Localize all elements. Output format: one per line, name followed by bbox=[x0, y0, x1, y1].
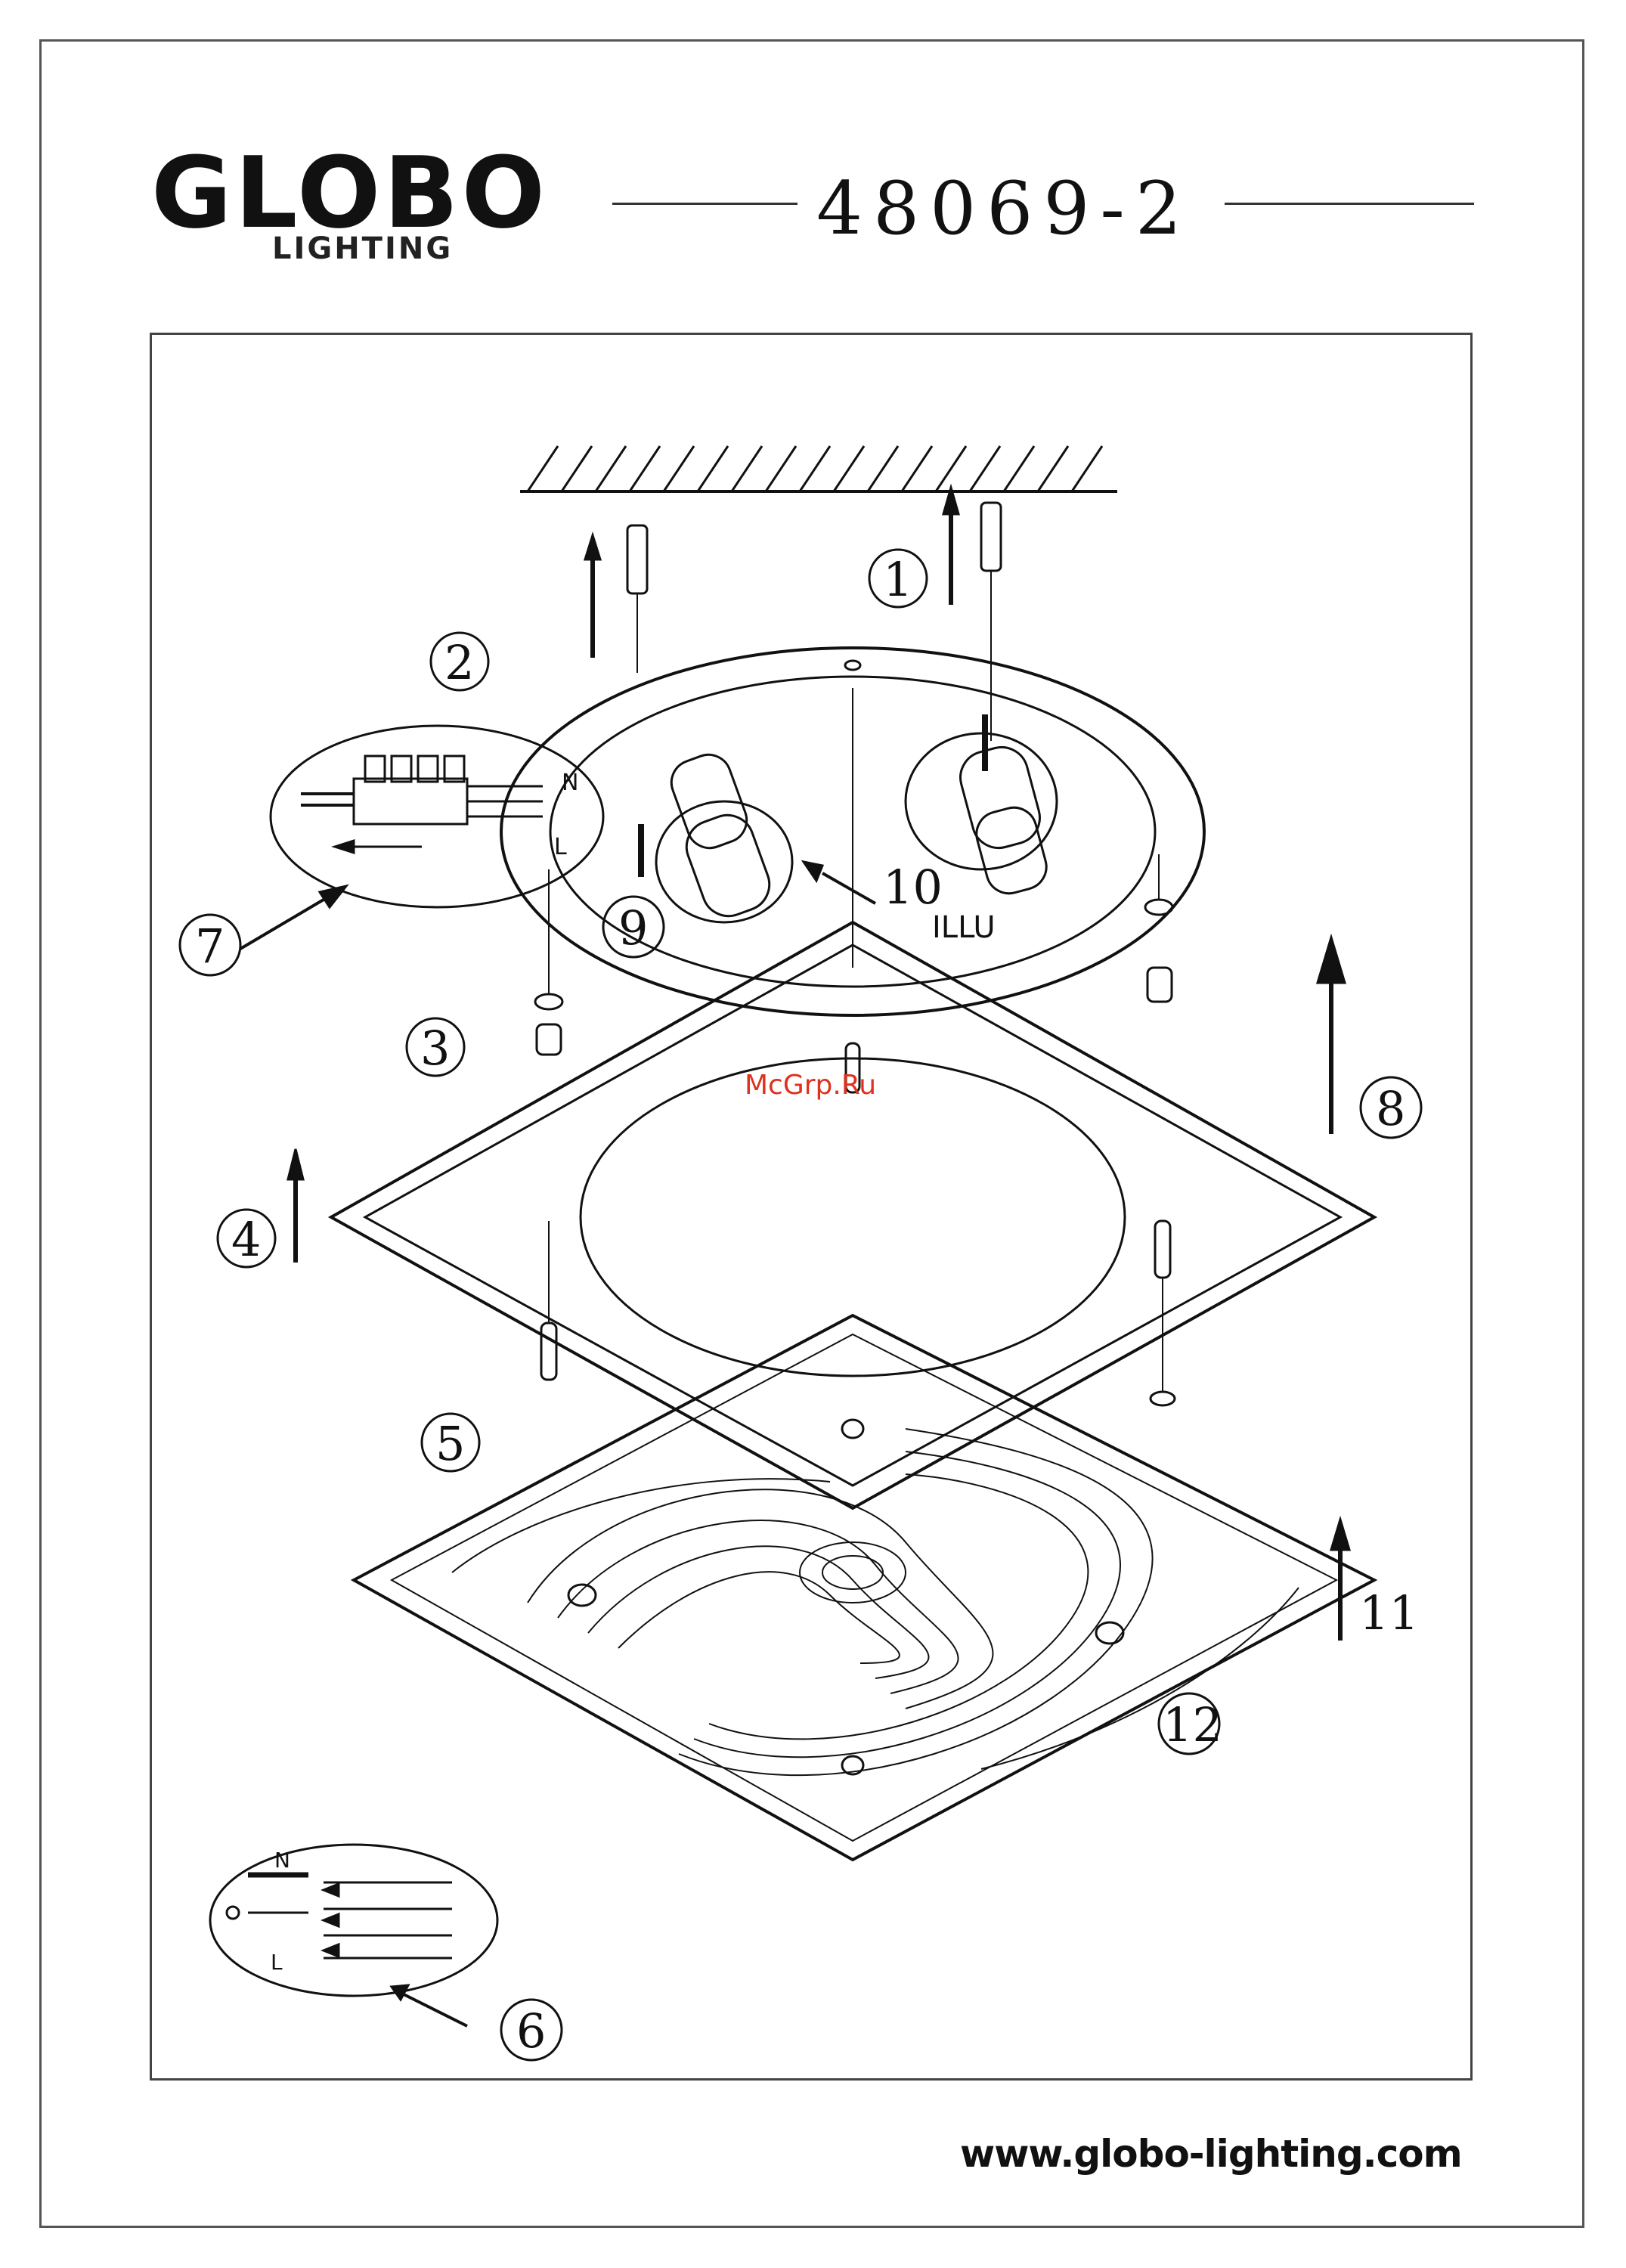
arrow-up-11 bbox=[1331, 1520, 1349, 1641]
terminal-label-l: L bbox=[554, 834, 567, 860]
step-2-label: 2 bbox=[444, 635, 474, 690]
rod-right bbox=[1151, 1221, 1175, 1405]
wiring-label-n: N bbox=[274, 1848, 290, 1873]
step-4-callout: 4 bbox=[218, 1210, 275, 1267]
step-10-label: 10 bbox=[883, 860, 943, 915]
step-5-label: 5 bbox=[435, 1416, 465, 1471]
step-6-label: 6 bbox=[516, 2003, 546, 2059]
step-2-callout: 2 bbox=[431, 633, 488, 690]
wall-plug-left bbox=[627, 525, 647, 673]
step-1-callout: 1 bbox=[869, 550, 927, 607]
assembly-diagram: N L bbox=[150, 333, 1473, 2081]
lamp-holder-left bbox=[656, 748, 792, 924]
step-9-label: 9 bbox=[618, 900, 648, 956]
step-8-callout: 8 bbox=[1361, 1077, 1421, 1138]
step-11-callout: 11 bbox=[1359, 1585, 1419, 1641]
arrow-up-8 bbox=[1318, 937, 1345, 1134]
spacer-left bbox=[535, 869, 562, 1055]
model-number: 48069-2 bbox=[816, 166, 1192, 251]
step-12-callout: 12 bbox=[1159, 1693, 1222, 1754]
header-rule-left bbox=[612, 203, 798, 205]
arrow-to-lamp bbox=[804, 862, 875, 903]
step-5-callout: 5 bbox=[422, 1414, 479, 1471]
step-11-label: 11 bbox=[1359, 1585, 1419, 1641]
website-url[interactable]: www.globo-lighting.com bbox=[960, 2132, 1462, 2176]
step-8-label: 8 bbox=[1376, 1081, 1405, 1136]
step-4-label: 4 bbox=[231, 1212, 261, 1267]
spacer-right bbox=[1145, 854, 1172, 1002]
wiring-label-l: L bbox=[271, 1950, 283, 1975]
logo-brand-name: GLOBO bbox=[151, 144, 548, 242]
lamp-label: ILLU bbox=[932, 910, 996, 945]
globo-logo: GLOBO LIGHTING bbox=[151, 144, 605, 272]
rod-left bbox=[541, 1221, 556, 1380]
wiring-detail: N L bbox=[210, 1845, 497, 2026]
arrow-up-left bbox=[585, 535, 600, 658]
step-3-label: 3 bbox=[420, 1021, 450, 1076]
arrow-up-ceiling bbox=[943, 488, 959, 605]
step-6-callout: 6 bbox=[501, 2000, 562, 2060]
step-12-label: 12 bbox=[1163, 1697, 1222, 1752]
step-7-label: 7 bbox=[195, 919, 225, 974]
terminal-label-n: N bbox=[562, 770, 578, 796]
document-header: GLOBO LIGHTING 48069-2 bbox=[151, 144, 1482, 280]
step-3-callout: 3 bbox=[407, 1018, 464, 1076]
logo-subtitle: LIGHTING bbox=[272, 231, 453, 266]
watermark: McGrp.Ru bbox=[745, 1070, 876, 1101]
glass-diffuser bbox=[354, 1315, 1374, 1860]
arrow-up-4 bbox=[288, 1149, 303, 1263]
wall-plug-right bbox=[981, 503, 1001, 741]
step-10-callout: 10 bbox=[883, 860, 943, 915]
header-rule-right bbox=[1225, 203, 1474, 205]
step-1-label: 1 bbox=[883, 552, 912, 607]
ceiling-hatch bbox=[520, 446, 1117, 491]
step-7-callout: 7 bbox=[180, 915, 240, 975]
